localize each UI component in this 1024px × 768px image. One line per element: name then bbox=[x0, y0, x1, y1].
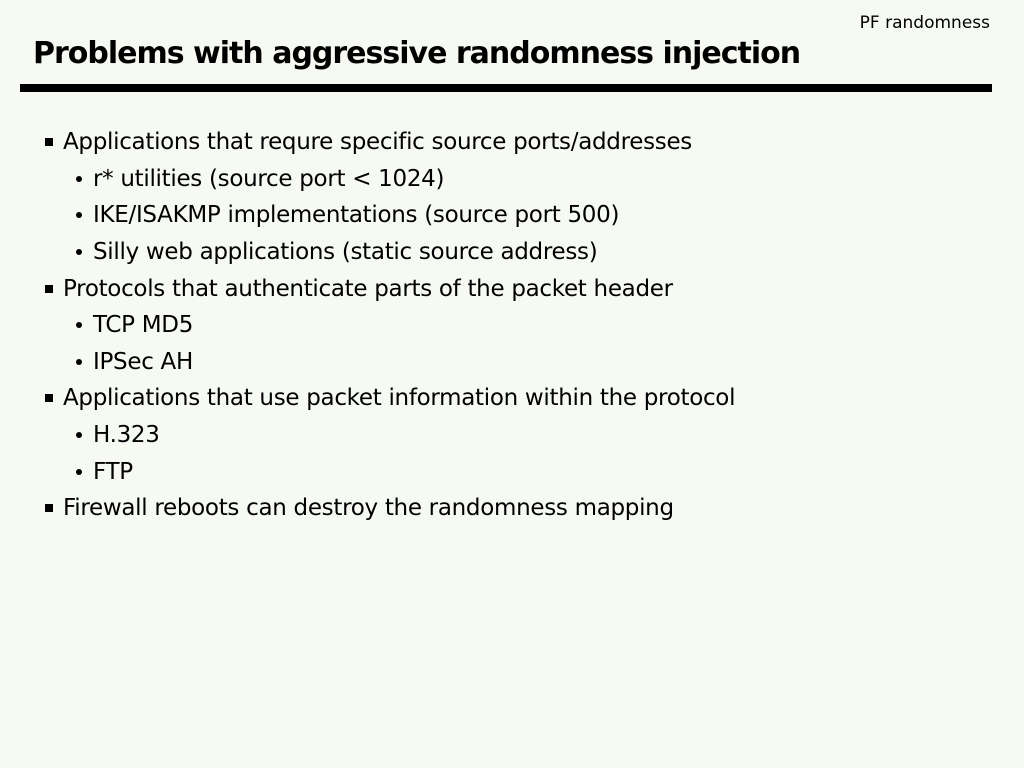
square-bullet-icon bbox=[45, 284, 53, 293]
dot-bullet-icon bbox=[76, 432, 82, 439]
bullet-text: r* utilities (source port < 1024) bbox=[93, 165, 445, 192]
dot-bullet-icon bbox=[76, 249, 82, 256]
sub-bullet-item: r* utilities (source port < 1024) bbox=[0, 161, 1024, 198]
bullet-text: Protocols that authenticate parts of the… bbox=[63, 275, 673, 302]
square-bullet-icon bbox=[45, 504, 53, 513]
dot-bullet-icon bbox=[76, 212, 82, 219]
sub-bullet-item: FTP bbox=[0, 453, 1024, 490]
bullet-text: Applications that requre specific source… bbox=[63, 129, 692, 156]
bullet-text: Firewall reboots can destroy the randomn… bbox=[63, 495, 674, 522]
sub-bullet-item: IPSec AH bbox=[0, 344, 1024, 381]
bullet-text: FTP bbox=[93, 458, 133, 485]
bullet-item: Protocols that authenticate parts of the… bbox=[0, 270, 1024, 307]
bullet-text: H.323 bbox=[93, 422, 160, 449]
sub-bullet-item: H.323 bbox=[0, 417, 1024, 454]
square-bullet-icon bbox=[45, 394, 53, 403]
bullet-text: Applications that use packet information… bbox=[63, 385, 736, 412]
bullet-text: IPSec AH bbox=[93, 348, 193, 375]
dot-bullet-icon bbox=[76, 175, 82, 182]
slide-title: Problems with aggressive randomness inje… bbox=[33, 36, 801, 71]
bullet-text: Silly web applications (static source ad… bbox=[93, 239, 598, 266]
bullet-item: Applications that requre specific source… bbox=[0, 124, 1024, 161]
dot-bullet-icon bbox=[76, 468, 82, 475]
bullet-text: IKE/ISAKMP implementations (source port … bbox=[93, 202, 620, 229]
dot-bullet-icon bbox=[76, 358, 82, 365]
dot-bullet-icon bbox=[76, 322, 82, 329]
sub-bullet-item: TCP MD5 bbox=[0, 307, 1024, 344]
sub-bullet-item: IKE/ISAKMP implementations (source port … bbox=[0, 197, 1024, 234]
sub-bullet-item: Silly web applications (static source ad… bbox=[0, 234, 1024, 271]
bullet-list: Applications that requre specific source… bbox=[0, 124, 1024, 527]
title-underline bbox=[20, 84, 992, 92]
bullet-item: Firewall reboots can destroy the randomn… bbox=[0, 490, 1024, 527]
square-bullet-icon bbox=[45, 138, 53, 147]
bullet-item: Applications that use packet information… bbox=[0, 380, 1024, 417]
bullet-text: TCP MD5 bbox=[93, 312, 194, 339]
slide-corner-label: PF randomness bbox=[859, 13, 990, 33]
